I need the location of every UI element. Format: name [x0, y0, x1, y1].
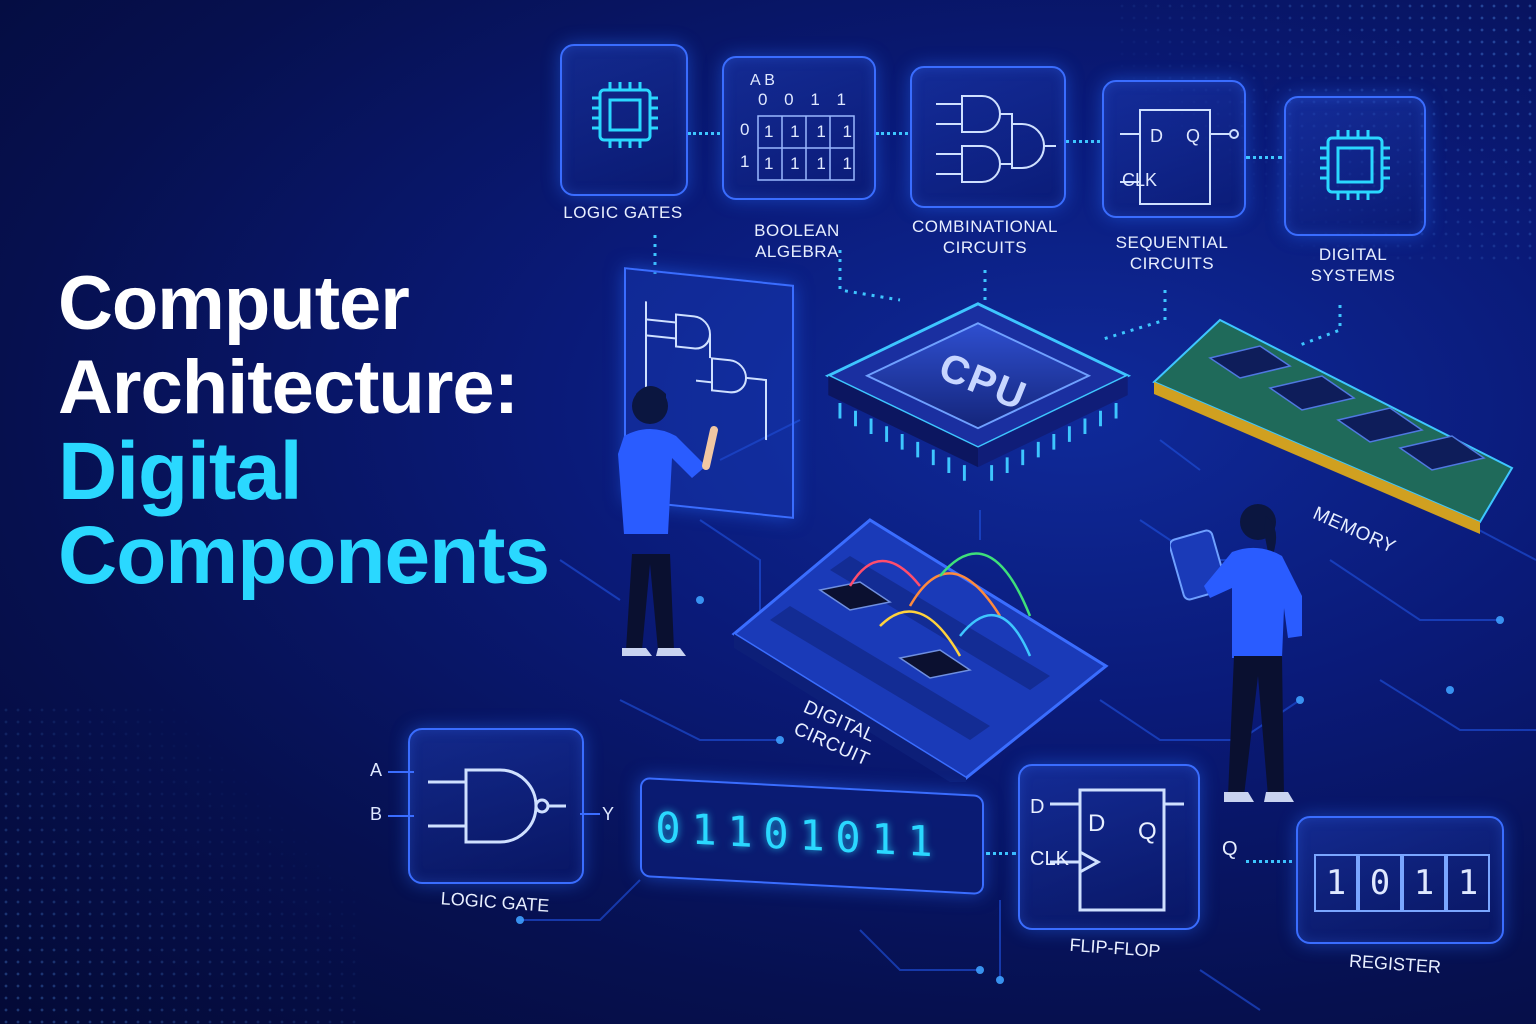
title-line-1: Computer	[58, 261, 410, 346]
gates-diagram-icon	[936, 95, 1056, 183]
flip-flop-icon	[1120, 109, 1239, 205]
register-cell: 1	[1402, 854, 1446, 912]
card-digital-systems	[1284, 96, 1426, 236]
ff-output-q: Q	[1222, 838, 1238, 860]
page-title: Computer Architecture: Digital Component…	[58, 262, 658, 598]
connector	[1066, 140, 1100, 143]
nand-gate-icon	[428, 768, 566, 844]
register-cell: 0	[1358, 854, 1402, 912]
memory-module	[1152, 318, 1514, 534]
card-flip-flop: D Q CLK D	[1018, 764, 1200, 930]
card-combinational-circuits	[910, 66, 1066, 208]
card-logic-gates	[560, 44, 688, 196]
small-ff-clk: CLK	[1122, 170, 1158, 190]
bit: 1	[871, 814, 897, 865]
register-cell: 1	[1314, 854, 1358, 912]
label-digital-systems: DIGITAL SYSTEMS	[1310, 245, 1396, 285]
ff-input-d: D	[1030, 796, 1045, 818]
chip-icon	[592, 82, 658, 148]
connector	[688, 132, 720, 135]
card-boolean-algebra: A B 0 0 1 1 0 1 1 1 1 1 1 1 1 1	[722, 56, 876, 200]
engineer-man	[618, 386, 718, 656]
card-sequential-circuits: D Q CLK	[1102, 80, 1246, 218]
breadboard	[731, 518, 1109, 782]
truth-table-row2-lead: 1	[740, 152, 750, 171]
bit: 1	[691, 804, 717, 856]
logic-gate-input-b: B	[370, 804, 383, 824]
small-ff-q: Q	[1186, 126, 1201, 146]
bit: 0	[763, 808, 789, 859]
engineer-woman	[1170, 504, 1302, 802]
ff-d-label: D	[1088, 810, 1106, 837]
truth-table-row0: 0 0 1 1	[758, 90, 852, 109]
ff-q-label: Q	[1138, 818, 1157, 845]
bit: 1	[907, 815, 933, 867]
card-logic-gate	[408, 728, 584, 884]
label-combinational-circuits: COMBINATIONAL CIRCUITS	[912, 217, 1058, 257]
truth-table-grid	[757, 115, 855, 181]
truth-table-header: A B	[750, 72, 775, 89]
flip-flop-icon	[1050, 788, 1184, 912]
logic-gate-output-y: Y	[602, 804, 615, 824]
register-cell: 1	[1446, 854, 1490, 912]
gates-diagram-icon	[645, 301, 767, 441]
label-sequential-circuits: SEQUENTIAL CIRCUITS	[1115, 233, 1229, 273]
schematic-panel	[624, 267, 794, 519]
connector	[986, 852, 1016, 855]
truth-table-row1-lead: 0	[740, 120, 750, 139]
label-logic-gates: LOGIC GATES	[563, 203, 683, 222]
logic-gate-input-a: A	[370, 760, 383, 780]
title-line-2: Architecture:	[58, 345, 519, 430]
bit: 1	[799, 810, 825, 861]
label-boolean-algebra: BOOLEAN ALGEBRA	[754, 221, 840, 261]
card-register: 1 0 1 1	[1296, 816, 1504, 944]
ff-clk-label: CLK	[1030, 848, 1069, 870]
bit: 0	[835, 812, 861, 863]
gate-wires	[388, 771, 600, 817]
title-line-4: Components	[58, 510, 550, 601]
bit: 0	[655, 802, 681, 854]
cpu-chip	[824, 302, 1132, 481]
connector	[876, 132, 908, 135]
title-line-3: Digital	[58, 426, 303, 517]
small-ff-d: D	[1150, 126, 1163, 146]
connector	[1246, 860, 1292, 863]
chip-icon	[1320, 130, 1390, 200]
bit: 1	[727, 806, 753, 857]
connector	[1246, 156, 1282, 159]
dot-pattern-bottom-left	[0, 704, 360, 1024]
